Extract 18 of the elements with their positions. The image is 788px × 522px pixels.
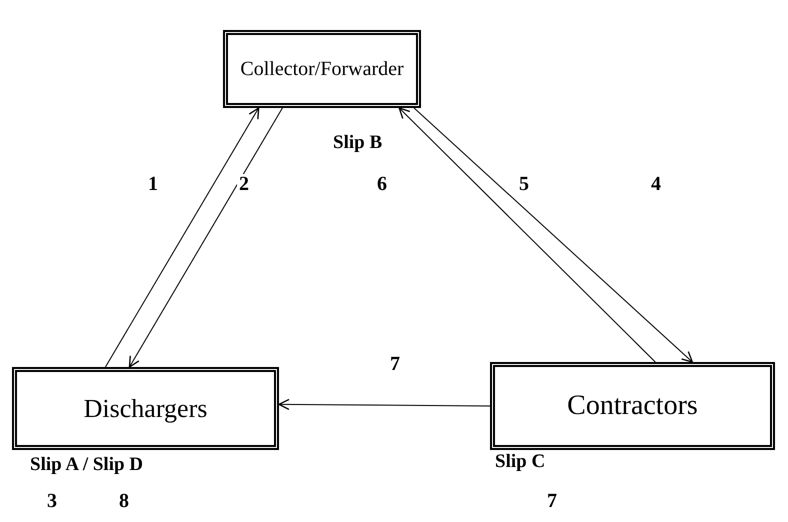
node-label: Dischargers [84,396,208,422]
node-label: Contractors [567,392,698,420]
step-number: 6 [377,174,387,194]
process-box [490,362,775,450]
step-number: 3 [47,491,57,511]
slip-label: Slip B [333,133,382,152]
process-box [223,30,421,108]
arrow [278,398,490,410]
step-number: 8 [119,491,129,511]
process-box [12,367,279,450]
step-number: 7 [547,491,557,511]
arrow [104,107,260,368]
arrow [128,108,283,368]
arrow [414,108,693,363]
slip-label: Slip A / Slip D [30,455,144,474]
slip-label: Slip C [495,452,546,471]
arrow [398,107,656,362]
node-label: Collector/Forwarder [240,59,404,79]
